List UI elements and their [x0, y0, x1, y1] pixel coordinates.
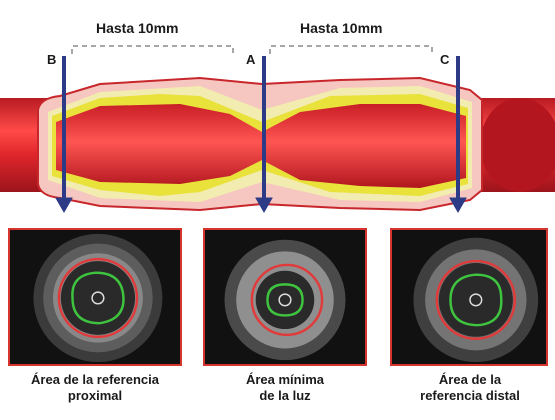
segment-bracket-proximal — [72, 46, 233, 54]
ivus-panel-minimum — [203, 228, 367, 366]
segment-label-distal: Hasta 10mm — [300, 20, 383, 36]
caption-proximal-line2: proximal — [0, 388, 190, 404]
caption-distal-line2: referencia distal — [390, 388, 550, 404]
caption-minimum: Área mínima de la luz — [200, 372, 370, 404]
ivus-panel-proximal — [8, 228, 182, 366]
point-label-c: C — [440, 52, 449, 67]
caption-proximal: Área de la referencia proximal — [0, 372, 190, 404]
vessel-illustration — [0, 0, 555, 225]
segment-label-proximal: Hasta 10mm — [96, 20, 179, 36]
caption-distal: Área de la referencia distal — [390, 372, 550, 404]
caption-distal-line1: Área de la — [390, 372, 550, 388]
caption-proximal-line1: Área de la referencia — [0, 372, 190, 388]
ivus-panel-distal — [390, 228, 548, 366]
point-label-b: B — [47, 52, 56, 67]
caption-minimum-line1: Área mínima — [200, 372, 370, 388]
point-label-a: A — [246, 52, 255, 67]
segment-bracket-distal — [270, 46, 432, 54]
caption-minimum-line2: de la luz — [200, 388, 370, 404]
